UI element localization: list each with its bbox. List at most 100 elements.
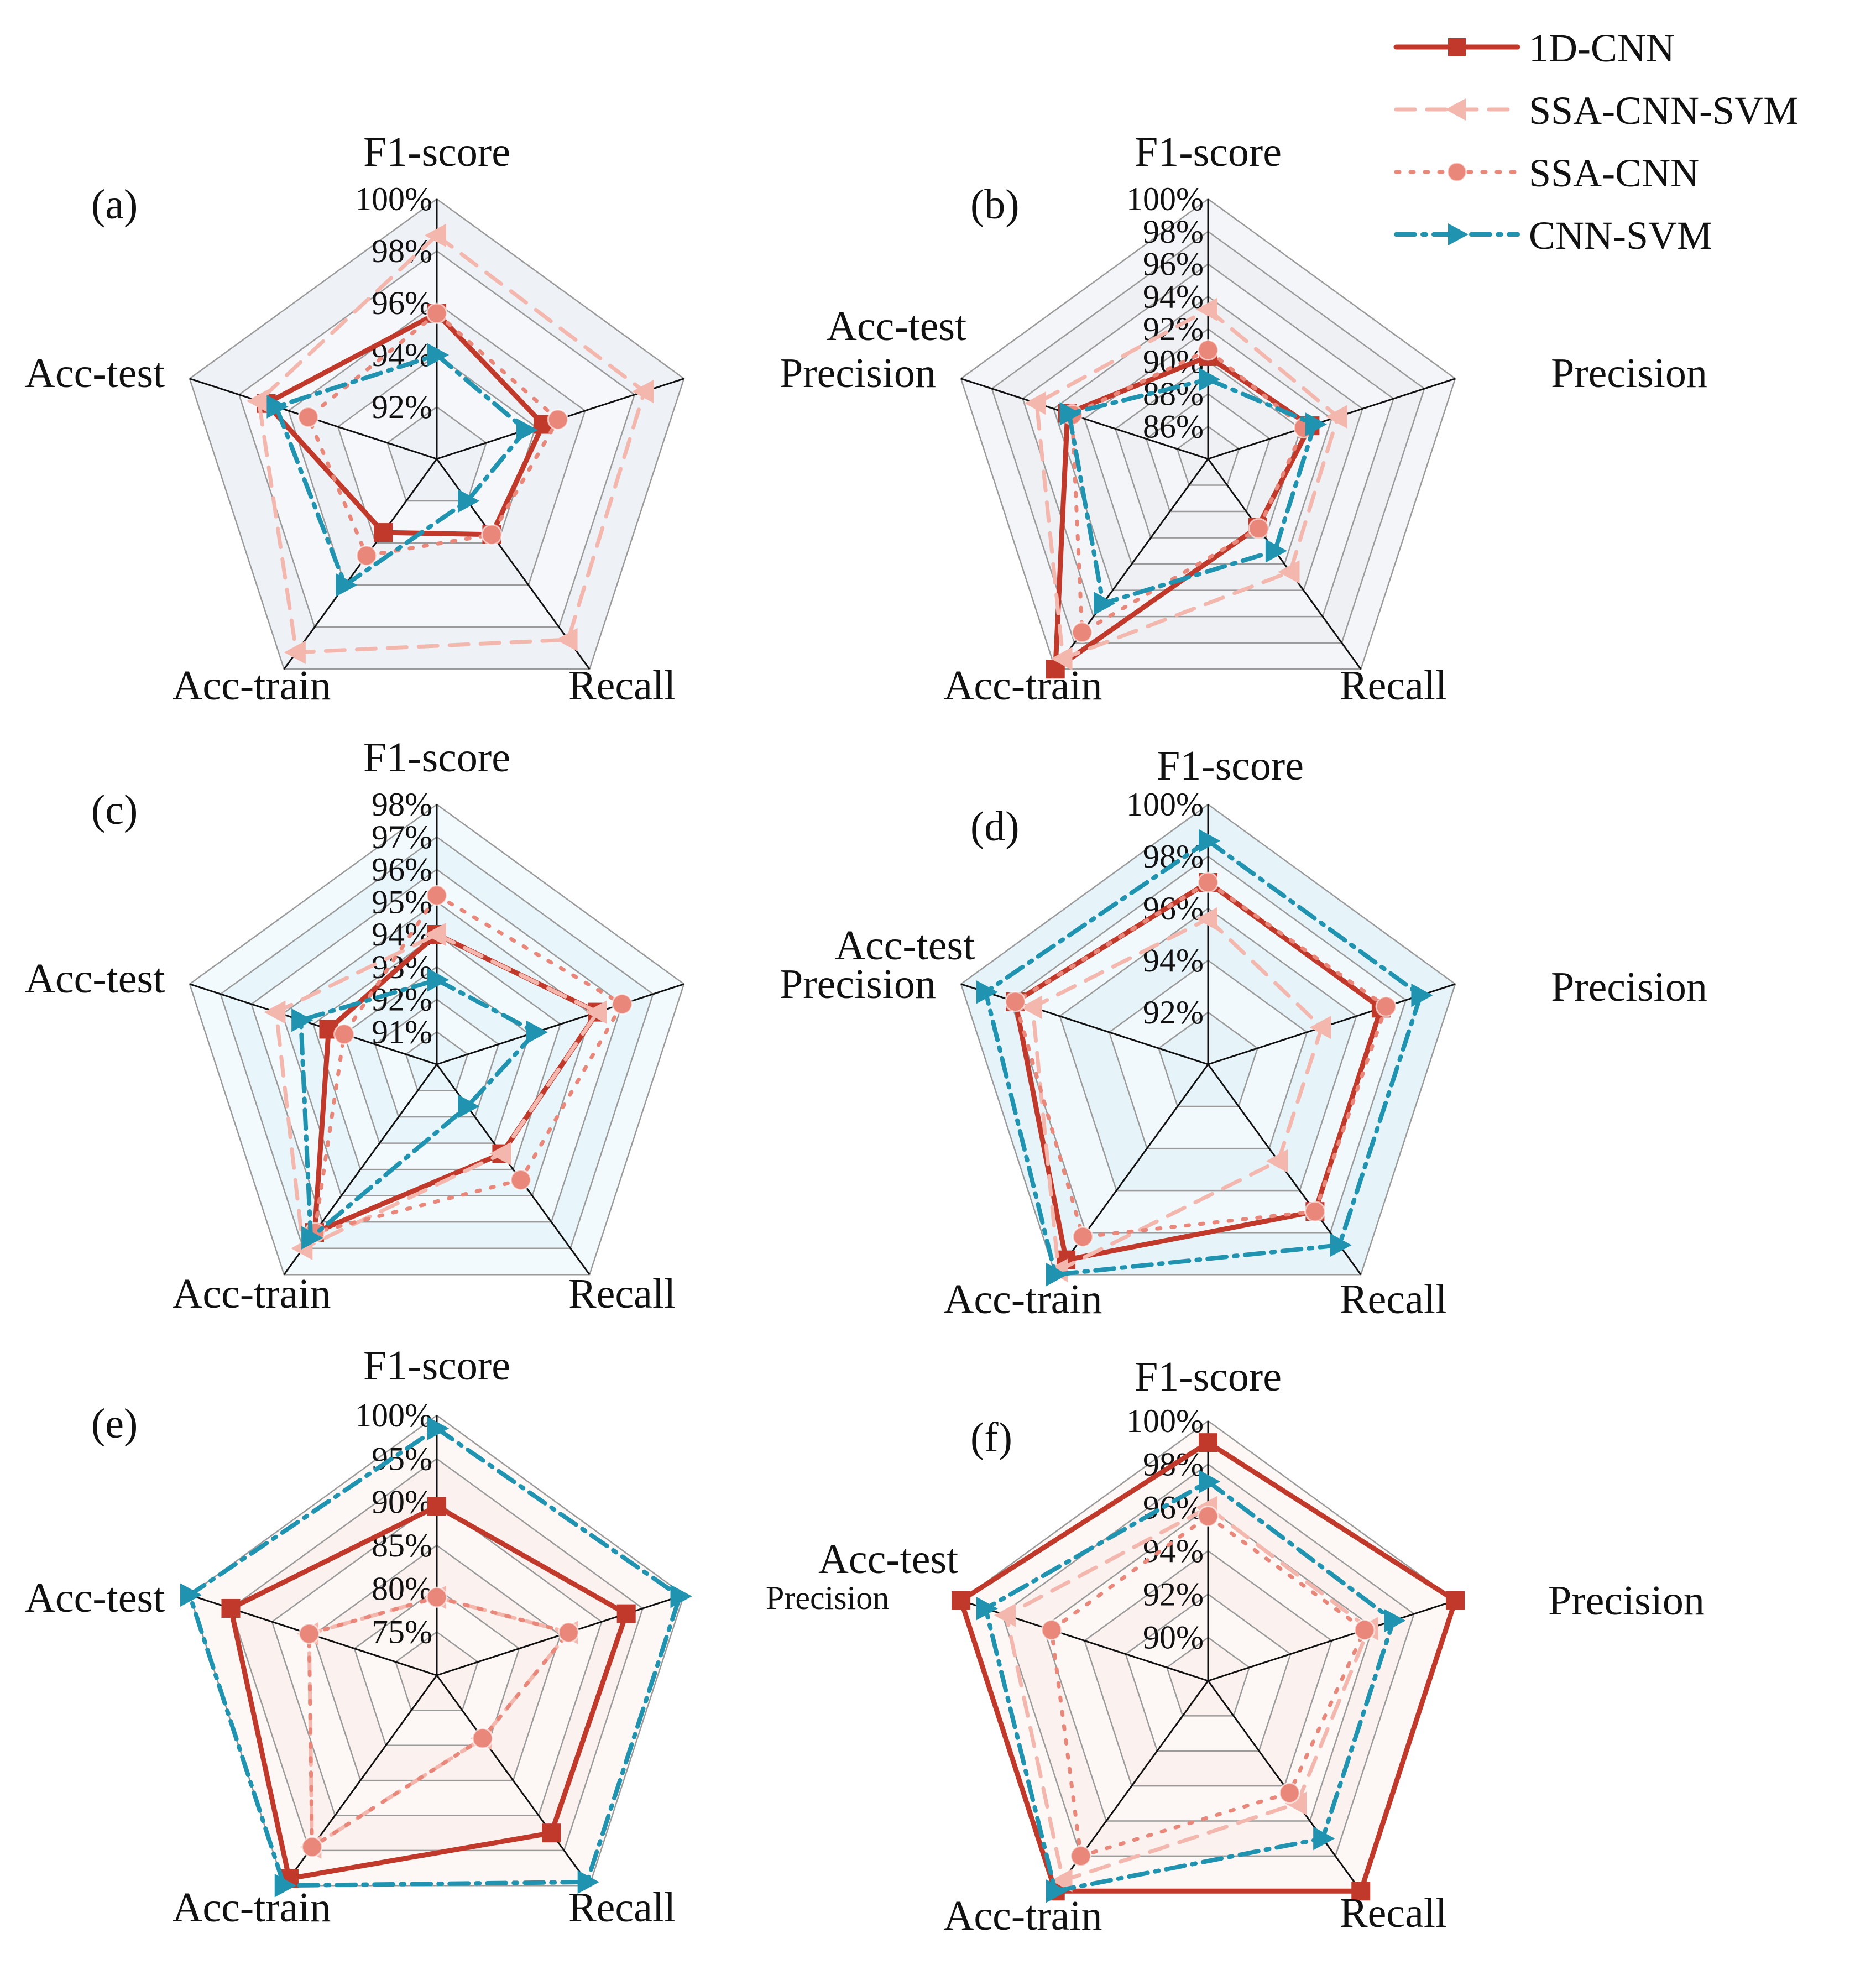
data-point [356, 545, 378, 567]
data-point [1199, 1470, 1221, 1493]
tick-label: 94% [1143, 1533, 1204, 1569]
panel-label: (c) [91, 787, 138, 833]
data-point [1004, 991, 1026, 1013]
data-point [526, 1020, 548, 1044]
data-point [336, 573, 358, 597]
tick-label: 100% [355, 181, 432, 217]
series-cnn-svm [976, 1470, 1406, 1903]
data-point [1313, 1826, 1335, 1851]
panel-label: (a) [91, 181, 138, 228]
tick-label: 96% [372, 285, 432, 321]
data-point [976, 1597, 998, 1621]
tick-label: 90% [1143, 1619, 1204, 1656]
data-point [976, 980, 998, 1004]
series-line [958, 1440, 1458, 1894]
data-point [1354, 1619, 1376, 1641]
data-point [458, 1094, 480, 1119]
legend-marker [1448, 223, 1469, 245]
data-point [1199, 1433, 1217, 1452]
data-point [427, 1497, 446, 1516]
data-point [558, 1622, 579, 1643]
axis-label-recall: Recall [568, 1884, 676, 1931]
data-point [1309, 1015, 1331, 1039]
axis-label-acc-train: Acc-train [944, 662, 1102, 709]
data-point [427, 343, 450, 367]
axis-label-acc-test: Acc-test [835, 922, 975, 969]
data-point [301, 1226, 323, 1250]
axis-label-f1-score: F1-score [1157, 743, 1304, 789]
data-point [1072, 1226, 1094, 1248]
tick-label: 100% [1126, 786, 1204, 823]
data-point [994, 1603, 1016, 1627]
axis-label-acc-train: Acc-train [173, 1884, 331, 1931]
data-point [264, 1000, 286, 1024]
series-line [228, 1504, 629, 1882]
axis-label-recall: Recall [1340, 1276, 1447, 1323]
axis-label-acc-test: Acc-test [25, 955, 165, 1002]
axis-label-acc-test: Acc-test [818, 1536, 958, 1582]
data-point [556, 628, 578, 652]
legend-item-cnn-svm: CNN-SVM [1394, 213, 1712, 258]
data-point [1195, 907, 1217, 931]
series-ssa-cnn [1041, 1505, 1376, 1867]
series-line [187, 1426, 682, 1888]
panel-label: (f) [970, 1414, 1012, 1461]
axis-label-recall: Recall [1340, 1890, 1447, 1936]
series-line [1031, 917, 1324, 1273]
tick-label: 75% [372, 1614, 432, 1650]
legend-label: CNN-SVM [1529, 213, 1712, 258]
series-cnn-svm [1059, 367, 1327, 615]
data-point [481, 524, 503, 546]
data-point [585, 1000, 607, 1024]
axis-label-precision: Precision [766, 1580, 889, 1616]
tick-label: 98% [372, 786, 432, 823]
axis-label-acc-train: Acc-train [944, 1893, 1102, 1939]
data-point [1197, 871, 1219, 893]
data-point [427, 1417, 450, 1440]
series-line [257, 233, 646, 655]
legend-marker [1445, 98, 1466, 121]
data-point [1059, 402, 1081, 426]
tick-label: 92% [1143, 994, 1204, 1031]
panel-label: (e) [91, 1401, 138, 1447]
data-point [510, 1169, 532, 1191]
axis-label-acc-test: Acc-test [25, 1575, 165, 1621]
tick-label: 96% [1143, 1490, 1204, 1526]
tick-label: 91% [372, 1013, 432, 1050]
axis-label-acc-train: Acc-train [173, 1271, 331, 1317]
series-cnn-svm [266, 343, 539, 597]
tick-label: 92% [1143, 1576, 1204, 1612]
legend-label: SSA-CNN [1529, 151, 1699, 195]
data-point [426, 302, 448, 325]
data-point [1278, 560, 1300, 584]
series-line [1067, 377, 1317, 606]
axis-label-precision: Precision [1548, 1577, 1705, 1624]
data-point [952, 1591, 971, 1610]
data-point [611, 993, 633, 1015]
panel-label: (d) [970, 803, 1020, 850]
panel-label: (b) [970, 181, 1020, 228]
data-point [374, 523, 393, 542]
axis-spoke [1208, 1600, 1456, 1682]
data-point [1199, 367, 1221, 391]
tick-label: 95% [372, 1440, 432, 1477]
data-point [472, 1727, 494, 1749]
legend-marker [1448, 38, 1466, 56]
data-point [301, 1836, 323, 1858]
series-1d-cnn [221, 1497, 636, 1888]
series-line [1004, 1506, 1371, 1883]
data-point [247, 389, 269, 413]
axis-spoke [436, 983, 684, 1065]
data-point [1248, 518, 1269, 540]
data-point [424, 922, 446, 947]
data-point [1197, 339, 1219, 361]
tick-label: 97% [372, 819, 432, 855]
data-point [1051, 646, 1073, 671]
series-cnn-svm [976, 829, 1433, 1287]
axis-spoke [189, 983, 437, 1065]
axis-label-acc-test: Acc-test [25, 350, 165, 396]
series-ssa-cnn [297, 302, 569, 567]
data-point [1094, 592, 1116, 615]
axis-label-acc-train: Acc-train [173, 662, 331, 709]
data-point [616, 1604, 636, 1623]
